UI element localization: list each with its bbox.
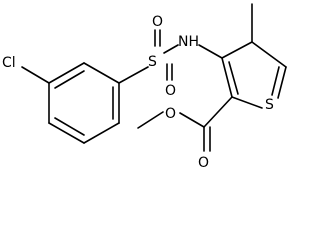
bond-thio-c4-c5 <box>251 41 287 68</box>
ester-oxygen-label: O <box>165 106 176 122</box>
bond-n-c3 <box>198 44 223 59</box>
bond-c-cl <box>21 66 50 84</box>
bond-ring-inner-1 <box>54 70 85 89</box>
sulfonyl-oxygen-top-label: O <box>152 14 163 30</box>
bond-carbonyl-o-ester <box>179 112 205 128</box>
chemical-structure-diagram: Cl S O O NH S O O <box>2 3 287 171</box>
sulfonyl-sulfur-label: S <box>148 54 157 70</box>
chlorine-atom-label: Cl <box>2 55 16 71</box>
sulfonyl-oxygen-bottom-label: O <box>165 83 176 99</box>
bond-ring-1 <box>48 62 85 84</box>
bond-thio-c5-s-a <box>277 66 287 99</box>
bond-thio-c3-c4 <box>221 41 253 59</box>
bond-ring-2 <box>83 62 120 84</box>
bond-ring-5 <box>48 122 85 144</box>
bond-thio-c2-c3-b <box>228 61 239 95</box>
bond-ring-4 <box>83 122 120 144</box>
bond-thio-s-c2 <box>231 96 263 109</box>
bond-ring-s <box>118 66 149 84</box>
thiophene-ring <box>221 41 287 109</box>
thiophene-sulfur-label: S <box>265 97 274 113</box>
bond-c2-carbonyl <box>203 96 233 128</box>
carbonyl-oxygen-label: O <box>198 155 209 171</box>
bond-o-methyl <box>137 111 164 129</box>
bond-s-n <box>163 44 179 54</box>
chlorophenyl-ring <box>48 62 120 144</box>
bond-ring-inner-3 <box>54 117 85 136</box>
bond-thio-c2-c3-a <box>221 57 233 98</box>
bond-thio-c5-s-b <box>271 66 280 96</box>
amine-label: NH <box>178 34 199 50</box>
